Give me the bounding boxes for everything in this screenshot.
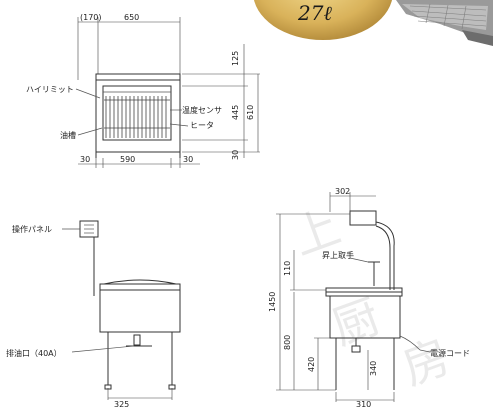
dim-top-gap: 125	[231, 51, 240, 66]
dim-side-upper: 110	[283, 261, 292, 276]
label-lift-handle: 昇上取手	[322, 250, 354, 260]
dim-width: 650	[124, 13, 139, 22]
product-photo	[396, 0, 493, 46]
dim-side-top-width: 302	[335, 187, 350, 196]
dim-offset: (170)	[80, 13, 102, 22]
dim-front-bottom: 325	[114, 400, 129, 408]
heater-elements	[104, 96, 170, 138]
dim-side-leg-a: 420	[307, 357, 316, 372]
dim-inner-width: 590	[120, 155, 135, 164]
label-oil-tank: 油槽	[60, 130, 76, 140]
dim-total-height: 610	[246, 105, 255, 120]
dim-side-total: 1450	[268, 292, 277, 312]
label-heater: ヒータ	[190, 121, 214, 130]
label-drain: 排油口（40A）	[6, 348, 62, 358]
label-power-cord: 電源コード	[430, 349, 470, 358]
label-high-limit: ハイリミット	[26, 85, 74, 94]
dim-side-counter: 800	[283, 335, 292, 350]
front-view: 325 操作パネル 排油口（40A）	[6, 220, 181, 408]
dim-side-depth: 310	[356, 400, 371, 408]
dim-bottom-gap: 30	[231, 150, 240, 160]
watermark-char-3: 房	[395, 329, 457, 395]
label-control-panel: 操作パネル	[12, 224, 52, 234]
dim-left-margin: 30	[80, 155, 90, 164]
dim-right-margin: 30	[183, 155, 193, 164]
top-view: (170) 650 125 445	[26, 13, 260, 168]
dim-body-height: 445	[231, 105, 240, 120]
label-temp-sensor: 温度センサ	[182, 105, 222, 115]
side-view: 302 1450 110 800 420 340 310 昇上取手 電源コード	[268, 187, 470, 408]
lift-head	[349, 210, 377, 226]
badge-capacity-text: 27ℓ	[297, 1, 332, 25]
badge-circle	[253, 0, 393, 40]
dim-side-leg-b: 340	[369, 361, 378, 376]
capacity-badge: 27ℓ	[253, 0, 393, 40]
